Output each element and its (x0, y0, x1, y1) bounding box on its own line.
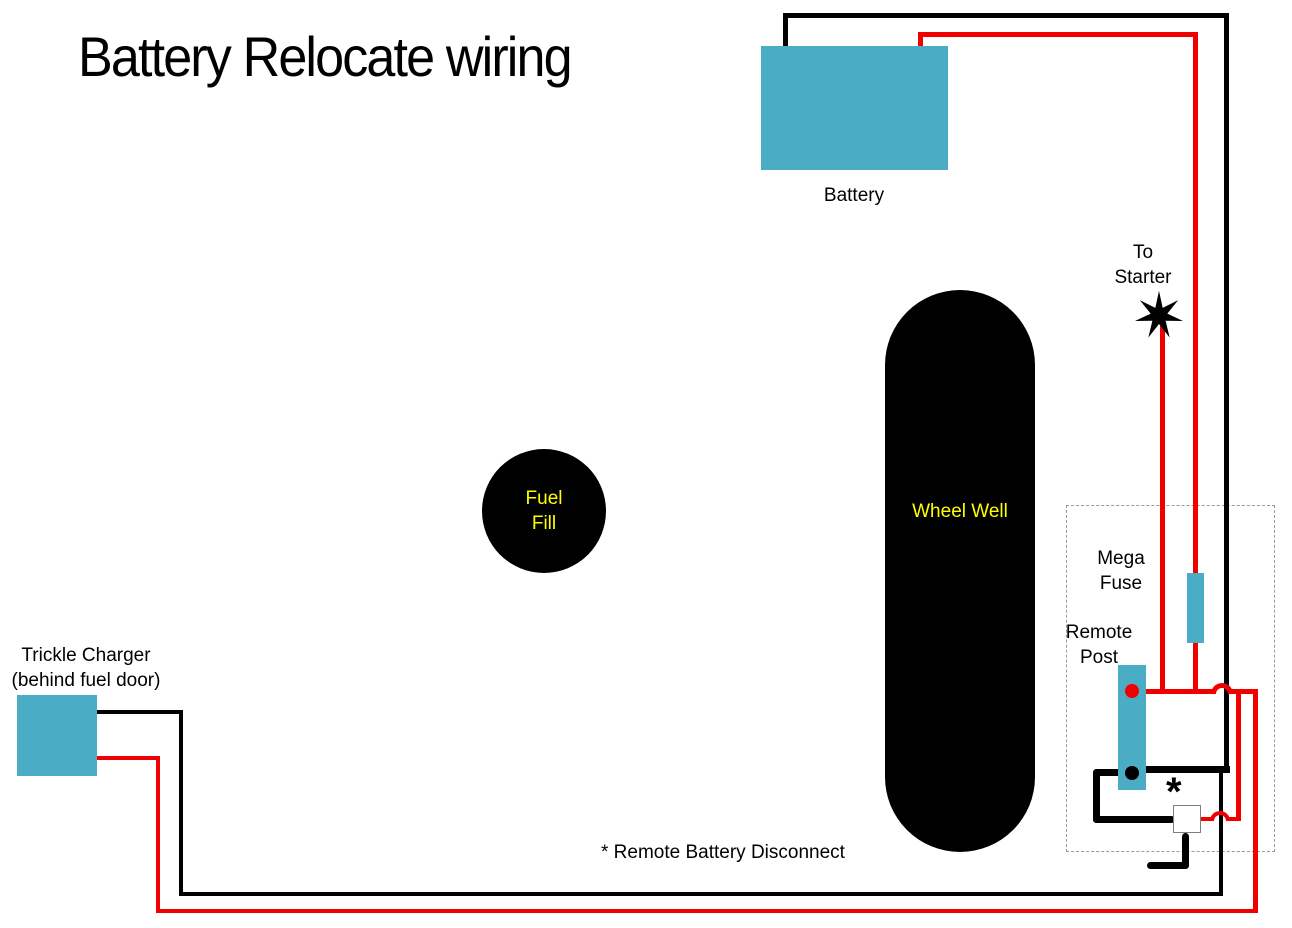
disconnect-footnote: * Remote Battery Disconnect (601, 842, 845, 863)
negative-down-wire-segment (1219, 770, 1223, 895)
disconnect-asterisk-marker: * (1166, 770, 1182, 814)
battery-label: Battery (823, 185, 885, 206)
charger-negative-wire-segment (179, 892, 1223, 896)
remote-post-negative-terminal (1125, 766, 1139, 780)
mega-fuse-label: Mega Fuse (1097, 548, 1145, 595)
to-starter-label: To Starter (1114, 242, 1172, 289)
fuel-fill-label: Fuel Fill (525, 487, 563, 534)
remote-post-label: Remote Post (1065, 622, 1133, 669)
positive-through-mega-fuse-wire (1193, 32, 1198, 692)
post-to-disconnect-wire-segment (1093, 769, 1100, 823)
battery-negative-wire-segment (783, 15, 788, 48)
charger-positive-wire-segment (95, 756, 158, 760)
charger-negative-wire-segment (95, 710, 182, 714)
disconnect-area-dashed-outline (1066, 505, 1275, 852)
negative-to-remote-post-wire (1140, 766, 1230, 773)
battery-block (761, 46, 948, 170)
charger-negative-wire-segment (179, 710, 183, 896)
battery-negative-wire-segment (1224, 13, 1229, 770)
charger-positive-wire-segment (1253, 689, 1258, 913)
disconnect-ground-strap (1147, 862, 1189, 869)
trickle-charger-block (17, 695, 97, 776)
battery-negative-wire-segment (783, 13, 1229, 18)
page-title: Battery Relocate wiring (78, 25, 573, 88)
disconnect-positive-wire-segment (1236, 691, 1241, 821)
starter-connection-star-icon (1134, 290, 1184, 338)
remote-post-positive-bus-wire (1138, 689, 1213, 694)
wire-hop-crossover (1210, 811, 1230, 821)
mega-fuse-block (1187, 573, 1204, 643)
wheel-well-shape (885, 290, 1035, 852)
remote-post-positive-bus-wire (1231, 689, 1258, 694)
wheel-well-label: Wheel Well (912, 501, 1008, 522)
disconnect-positive-wire-segment (1199, 817, 1212, 821)
disconnect-positive-wire-segment (1229, 817, 1241, 821)
fuel-fill-shape: Fuel Fill (482, 449, 606, 573)
battery-positive-wire-segment (918, 32, 1197, 37)
starter-wire (1160, 312, 1165, 692)
remote-post-positive-terminal (1125, 684, 1139, 698)
post-to-disconnect-wire-segment (1093, 816, 1175, 823)
battery-positive-wire-segment (918, 32, 923, 48)
charger-positive-wire-segment (156, 756, 160, 913)
post-to-disconnect-wire-segment (1093, 769, 1140, 776)
disconnect-ground-strap (1182, 833, 1189, 869)
charger-positive-wire-segment (156, 909, 1256, 913)
wire-hop-crossover (1211, 683, 1233, 694)
trickle-charger-label: Trickle Charger (behind fuel door) (11, 645, 161, 692)
remote-battery-disconnect-switch (1173, 805, 1201, 833)
